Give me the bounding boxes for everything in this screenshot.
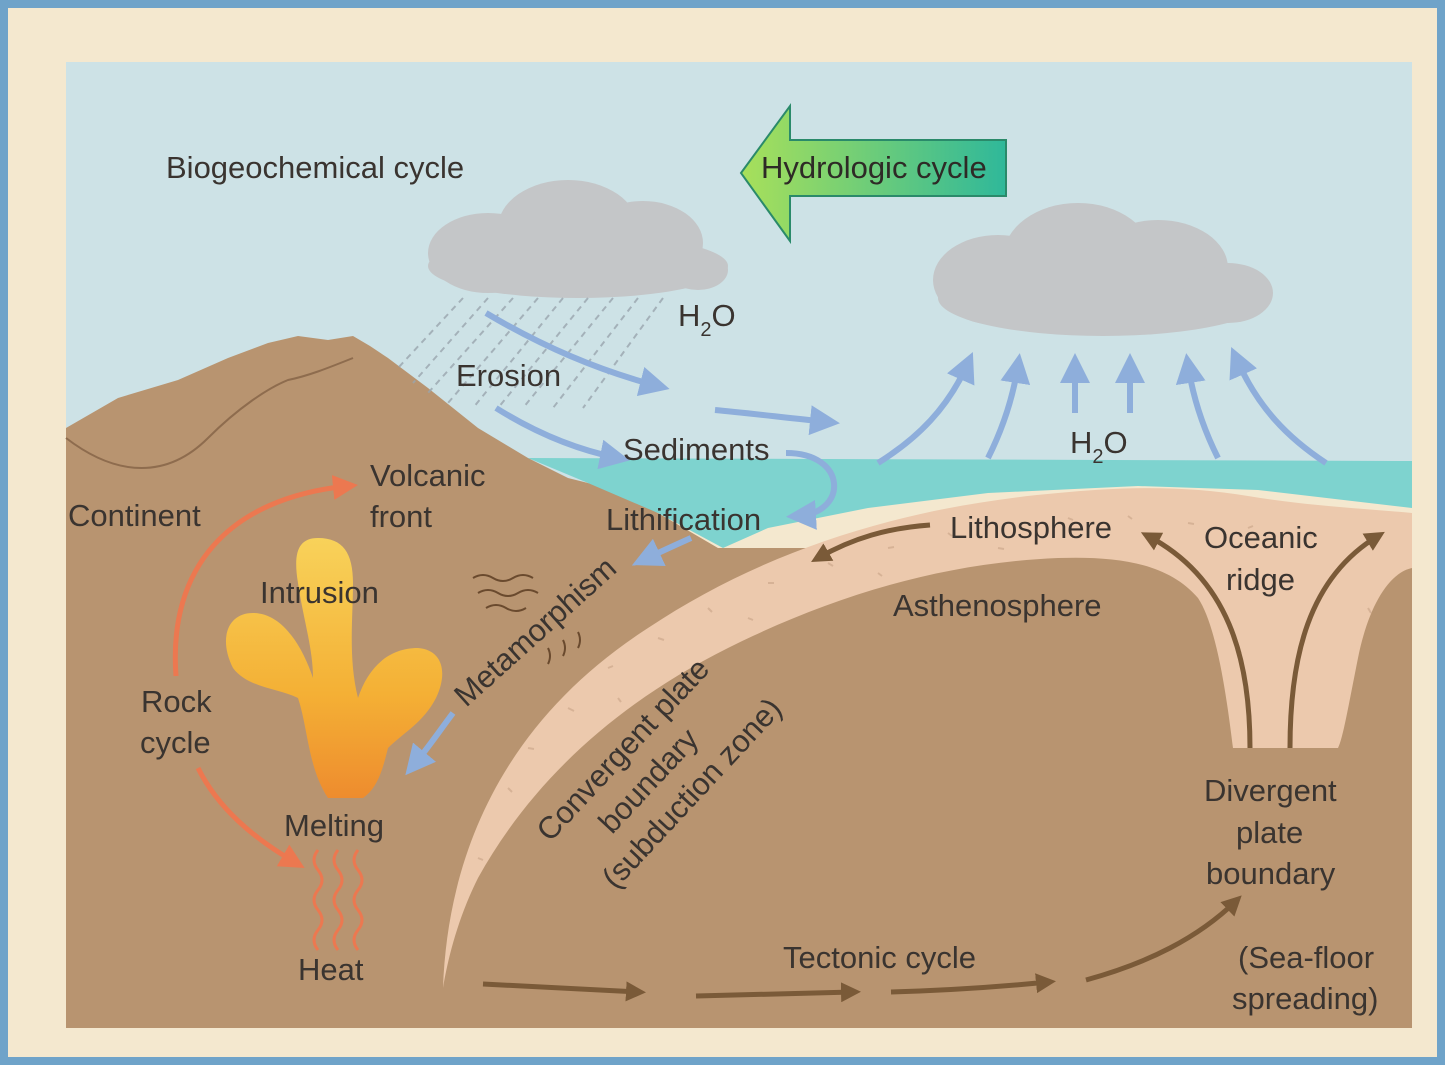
lithosphere-label: Lithosphere <box>950 510 1112 545</box>
intrusion-label: Intrusion <box>260 575 379 610</box>
divergent-label-1: Divergent <box>1204 773 1337 808</box>
heat-label: Heat <box>298 952 364 987</box>
volcanic-front-label-2: front <box>370 499 432 534</box>
volcanic-front-label-1: Volcanic <box>370 458 485 493</box>
oceanic-ridge-label-2: ridge <box>1226 562 1295 597</box>
page-background: Biogeochemical cycle Hydrologic cycle H2… <box>8 8 1437 1057</box>
hydrologic-cycle-label: Hydrologic cycle <box>761 150 987 185</box>
erosion-label: Erosion <box>456 358 561 393</box>
biogeochemical-cycle-label: Biogeochemical cycle <box>166 150 464 185</box>
lithification-label: Lithification <box>606 502 761 537</box>
sediments-label: Sediments <box>623 432 769 467</box>
divergent-label-3: boundary <box>1206 856 1336 891</box>
rock-cycle-label-1: Rock <box>141 684 212 719</box>
tectonic-cycle-label: Tectonic cycle <box>783 940 976 975</box>
oceanic-ridge-label-1: Oceanic <box>1204 520 1318 555</box>
rock-cycle-diagram: Biogeochemical cycle Hydrologic cycle H2… <box>8 8 1437 1057</box>
asthenosphere-label: Asthenosphere <box>893 588 1102 623</box>
continent-label: Continent <box>68 498 201 533</box>
seafloor-label-1: (Sea-floor <box>1238 940 1374 975</box>
rock-cycle-label-2: cycle <box>140 725 211 760</box>
divergent-label-2: plate <box>1236 815 1303 850</box>
seafloor-label-2: spreading) <box>1232 981 1378 1016</box>
melting-label: Melting <box>284 808 384 843</box>
